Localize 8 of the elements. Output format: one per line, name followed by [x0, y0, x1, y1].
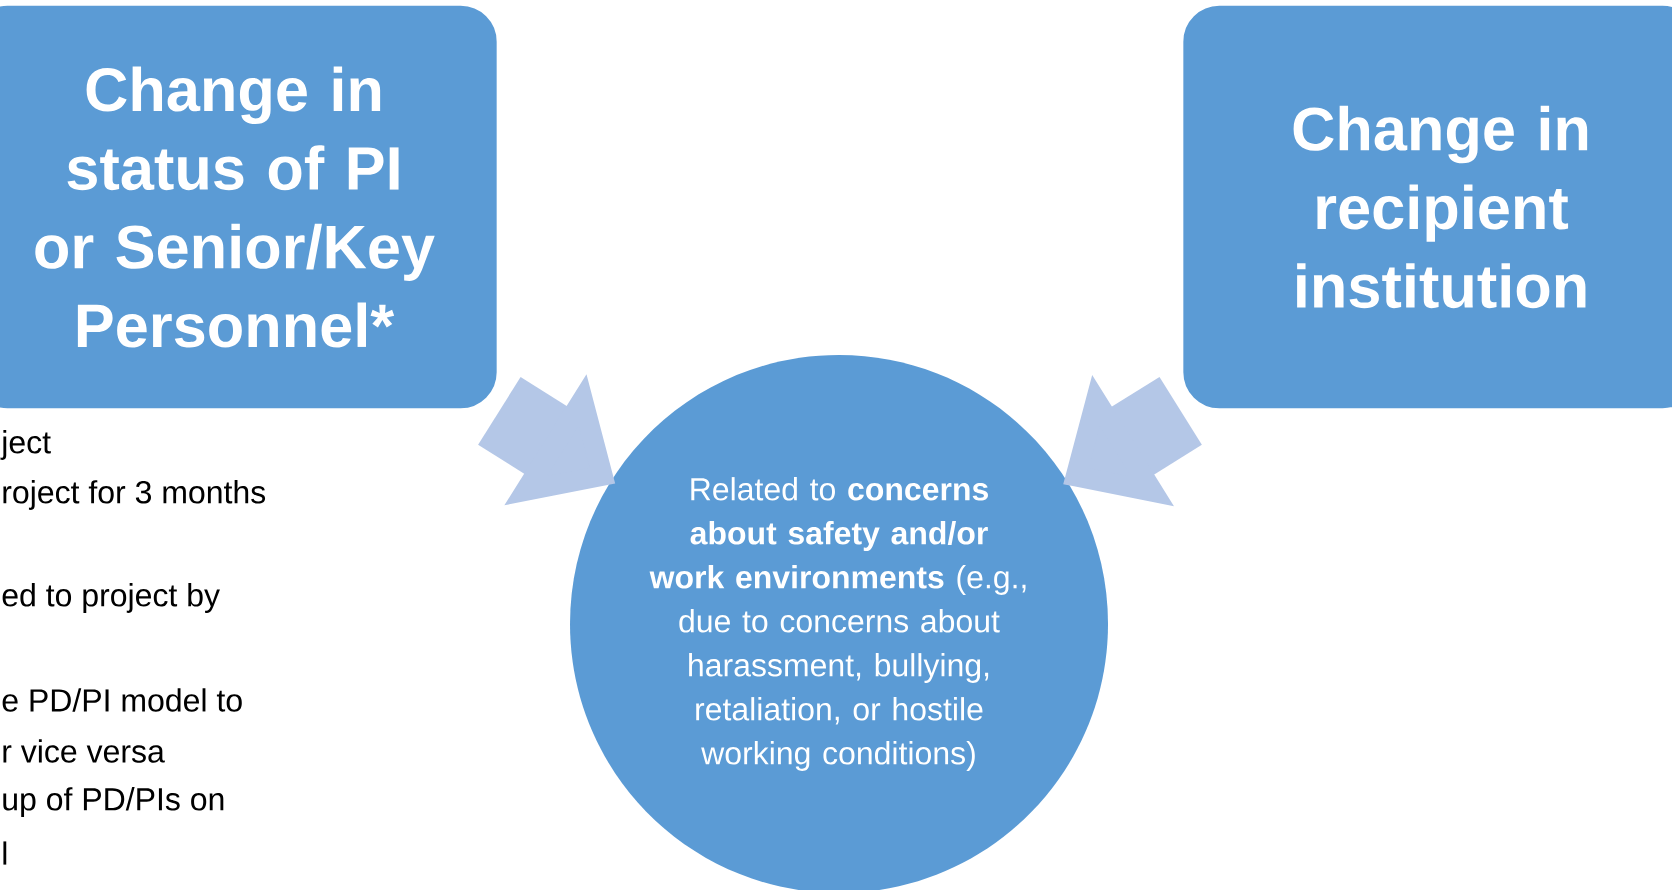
title-box: Change in status of PI or Senior/Key Personnel*: [0, 3, 500, 411]
list-text: roject for 3 months: [3, 480, 266, 510]
list-text: l: [3, 841, 7, 865]
title-box: Change in recipient institution: [1180, 3, 1672, 411]
list-text: e PD/PI model to: [2, 688, 242, 712]
list-text: ed to project by: [2, 583, 220, 613]
list-text: up of PD/PIs on: [3, 787, 224, 817]
list-text: r vice versa: [3, 739, 165, 763]
